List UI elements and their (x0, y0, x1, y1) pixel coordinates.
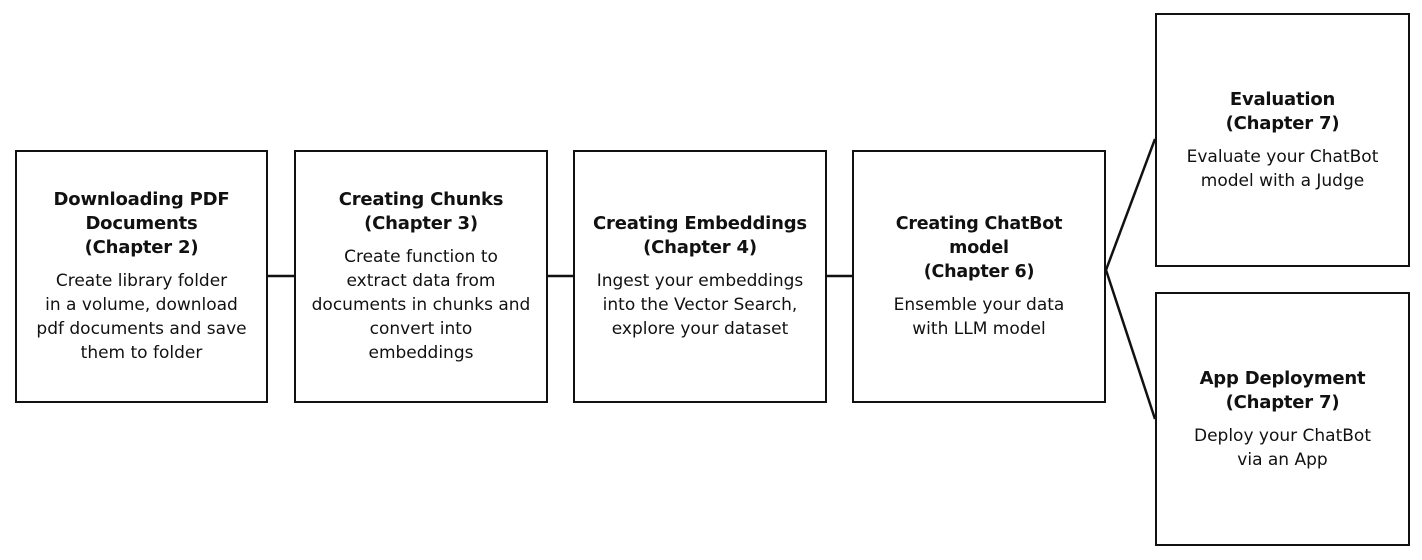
step-description: Ingest your embeddings into the Vector S… (597, 269, 804, 341)
step-title-line: Creating Chunks (338, 189, 504, 210)
step-description-line: in a volume, download (45, 295, 238, 315)
step-description-line: explore your dataset (611, 319, 789, 339)
step-description-line: embeddings (368, 343, 474, 363)
step-title: Creating ChatBot model (Chapter 6) (864, 212, 1094, 284)
step-description-line: model with a Judge (1200, 170, 1365, 191)
step-title-line: Documents (85, 213, 198, 234)
step-creating-embeddings: Creating Embeddings (Chapter 4) Ingest y… (573, 150, 827, 403)
step-description-line: Create library folder (55, 271, 228, 291)
step-description-line: Ingest your embeddings (596, 271, 804, 291)
step-chapter-label: (Chapter 7) (1225, 112, 1340, 134)
step-description: Create library folder in a volume, downl… (36, 269, 246, 365)
step-description-line: pdf documents and save (36, 319, 247, 339)
step-description-line: with LLM model (912, 319, 1046, 339)
step-title-line: App Deployment (1199, 367, 1366, 389)
step-evaluation: Evaluation (Chapter 7) Evaluate your Cha… (1155, 13, 1410, 267)
step-chapter-label: (Chapter 4) (643, 237, 757, 258)
step-creating-chunks: Creating Chunks (Chapter 3) Create funct… (294, 150, 548, 403)
step-description-line: extract data from (346, 271, 496, 291)
step-title: Evaluation (Chapter 7) (1226, 88, 1340, 136)
step-description: Create function to extract data from doc… (312, 245, 531, 365)
step-chapter-label: (Chapter 7) (1225, 391, 1340, 413)
step-title: Downloading PDF Documents (Chapter 2) (54, 188, 230, 260)
step-description: Ensemble your data with LLM model (894, 293, 1065, 341)
step-title-line: Creating ChatBot model (895, 214, 1063, 258)
step-chapter-label: (Chapter 3) (364, 213, 478, 234)
step-description-line: via an App (1237, 449, 1328, 470)
step-description-line: documents in chunks and (311, 295, 531, 315)
step-description: Evaluate your ChatBot model with a Judge (1187, 145, 1379, 193)
step-title-line: Creating Embeddings (593, 213, 807, 234)
step-title: Creating Chunks (Chapter 3) (339, 188, 504, 236)
step-description-line: convert into (369, 319, 473, 339)
step-title: App Deployment (Chapter 7) (1200, 367, 1366, 415)
step-app-deployment: App Deployment (Chapter 7) Deploy your C… (1155, 292, 1410, 546)
connector-step4-evaluation (1104, 138, 1157, 271)
step-description: Deploy your ChatBot via an App (1194, 424, 1371, 472)
step-title: Creating Embeddings (Chapter 4) (593, 212, 807, 260)
step-chapter-label: (Chapter 6) (923, 262, 1035, 282)
step-description-line: Create function to (344, 247, 498, 267)
step-downloading-pdf-documents: Downloading PDF Documents (Chapter 2) Cr… (15, 150, 268, 403)
step-creating-chatbot-model: Creating ChatBot model (Chapter 6) Ensem… (852, 150, 1106, 403)
step-description-line: into the Vector Search, (602, 295, 798, 315)
step-description-line: Deploy your ChatBot (1193, 425, 1371, 446)
step-description-line: Ensemble your data (893, 295, 1065, 315)
connector-step4-deployment (1104, 269, 1157, 420)
step-chapter-label: (Chapter 2) (84, 237, 199, 258)
step-description-line: Evaluate your ChatBot (1186, 146, 1379, 167)
step-title-line: Evaluation (1229, 88, 1336, 110)
step-description-line: them to folder (80, 343, 203, 363)
step-title-line: Downloading PDF (53, 189, 230, 210)
